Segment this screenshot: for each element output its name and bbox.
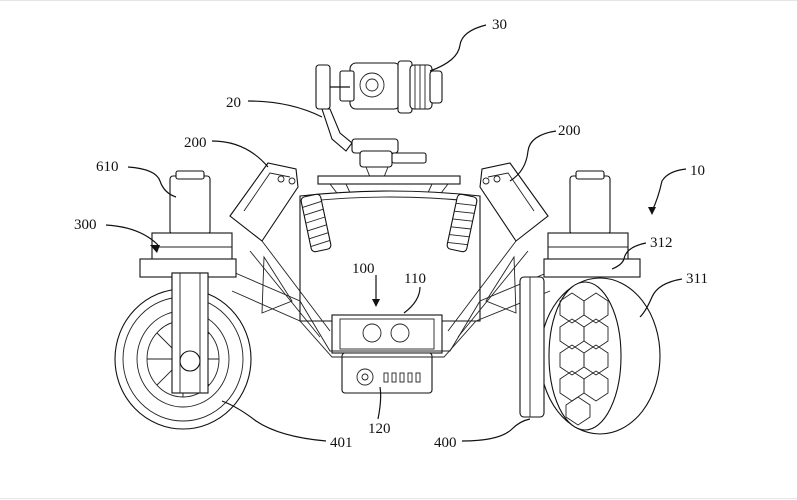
label-vehicle: 10 <box>690 163 705 179</box>
label-gimbal: 20 <box>226 95 241 111</box>
left-wheel <box>114 272 252 430</box>
right-wheel-module <box>543 170 641 278</box>
label-arm-right: 200 <box>558 123 581 139</box>
chassis-body <box>225 190 557 394</box>
camera-assembly <box>315 60 443 114</box>
left-suspension-arm <box>229 162 332 338</box>
label-battery-top: 110 <box>404 271 426 287</box>
label-body: 100 <box>352 261 375 277</box>
label-wheel-left: 401 <box>330 435 353 451</box>
gimbal-assembly <box>321 108 427 178</box>
leader-lines <box>105 24 687 442</box>
label-tire-right: 311 <box>686 271 708 287</box>
label-wheel-module-left: 300 <box>74 217 97 233</box>
label-wheel-right: 400 <box>434 435 457 451</box>
label-motor: 610 <box>96 159 119 175</box>
reference-numerals: 30 20 200 200 10 610 300 312 311 100 110… <box>74 17 708 451</box>
label-battery-box: 120 <box>368 421 391 437</box>
label-arm-left: 200 <box>184 135 207 151</box>
right-wheel <box>519 276 661 435</box>
label-bracket-right: 312 <box>650 235 673 251</box>
label-camera: 30 <box>492 17 507 33</box>
right-suspension-arm <box>446 162 549 338</box>
